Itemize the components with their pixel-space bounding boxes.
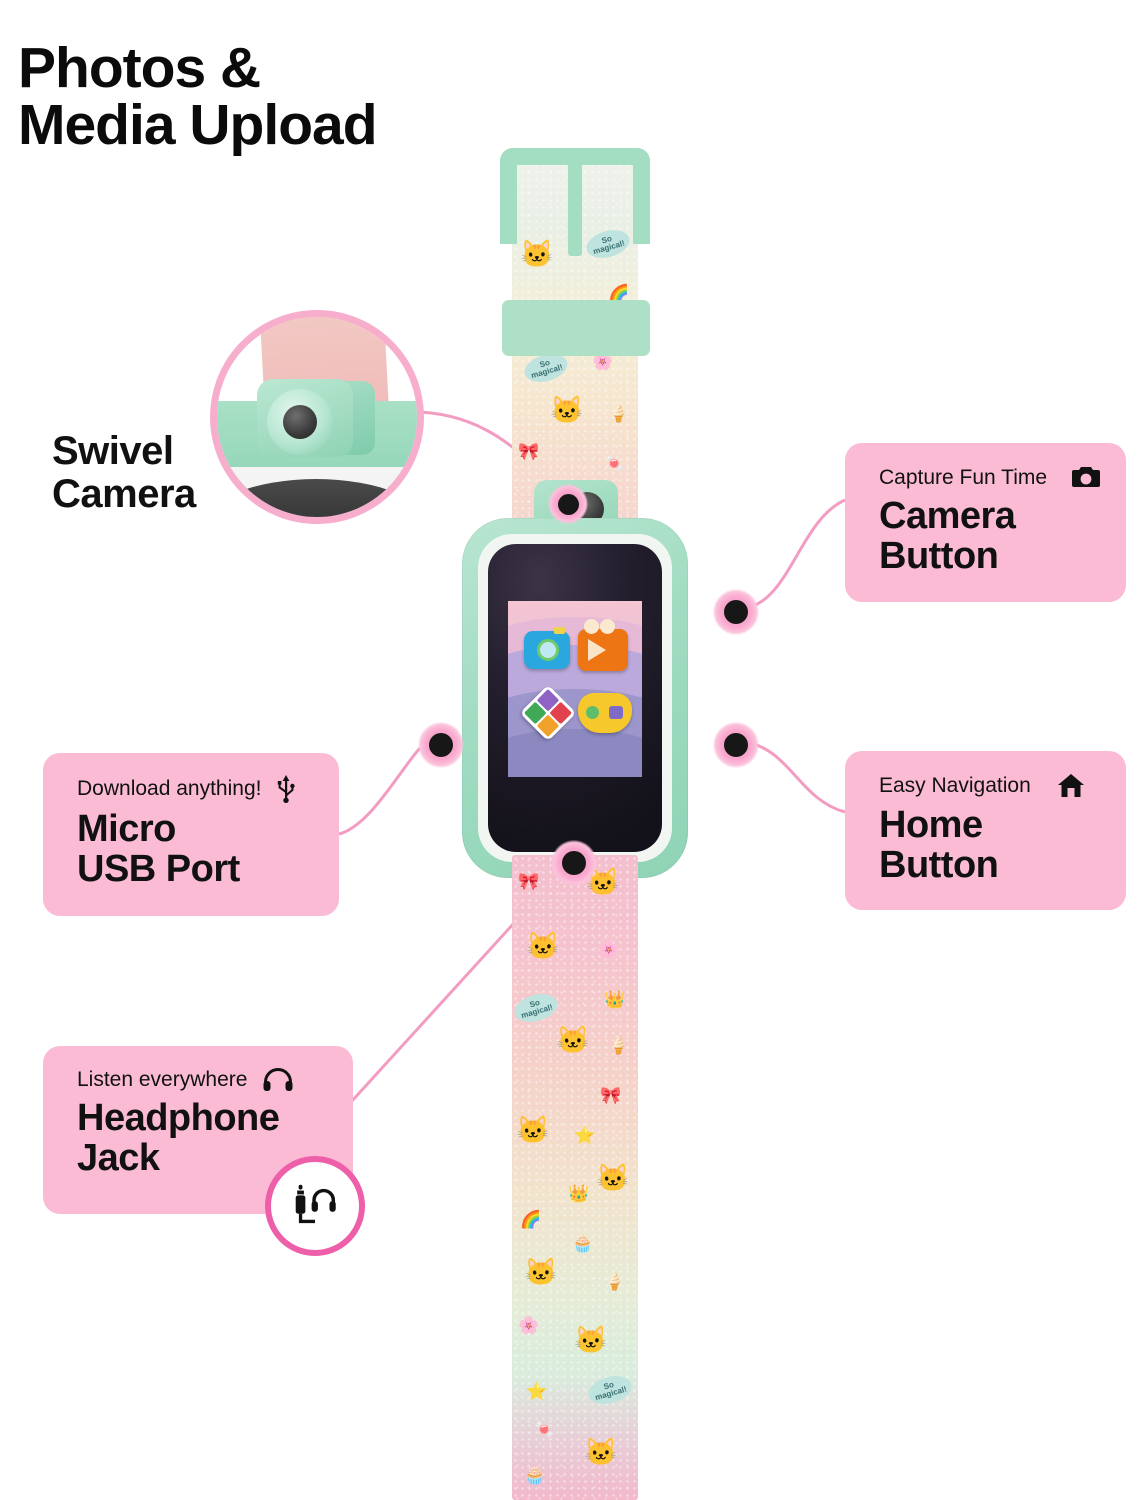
video-reel-right (600, 619, 615, 634)
camera-button-hotspot[interactable] (713, 589, 759, 635)
motif-crown-b1: 👑 (604, 990, 626, 1009)
swivel-camera-zoom-bubble (210, 310, 424, 524)
motif-bow-b2: 🎀 (600, 1086, 622, 1105)
hotspot-core (562, 851, 586, 875)
motif-unicorn-cat-2: 🐱 (550, 395, 584, 425)
motif-icecream-b1: 🍦 (608, 1036, 630, 1055)
callout-title-line-2: Button (879, 844, 999, 887)
home-icon (1057, 773, 1085, 799)
smartwatch-product-image: 🐱 So magical! 🌈 ⭐ So magical! 🌸 🐱 🍦 🎀 🍬 … (430, 60, 720, 1500)
callout-eyebrow-row: Capture Fun Time (879, 465, 1104, 490)
callout-eyebrow-row: Listen everywhere (77, 1068, 331, 1092)
callout-title: Micro USB Port (77, 809, 317, 890)
motif-bow-b1: 🎀 (518, 872, 540, 891)
callout-home-button: Easy Navigation Home Button (845, 751, 1126, 910)
swivel-camera-hotspot[interactable] (548, 484, 588, 524)
headphones-icon (263, 1068, 293, 1092)
watch-strap-keeper (502, 300, 650, 356)
motif-flower-b2: 🌸 (518, 1316, 540, 1335)
callout-title-line-2: Jack (77, 1137, 160, 1180)
connector-micro-usb (338, 746, 422, 836)
motif-flower: 🌸 (592, 352, 614, 371)
callout-title: Camera Button (879, 496, 1104, 577)
swivel-camera-label: Swivel Camera (52, 429, 282, 517)
micro-usb-hotspot[interactable] (418, 722, 464, 768)
headphone-jack-hotspot[interactable] (551, 840, 597, 886)
motif-crown-b2: 👑 (568, 1184, 590, 1203)
hotspot-core (557, 493, 579, 515)
hotspot-core (724, 600, 748, 624)
motif-cupcake-b2: 🧁 (524, 1466, 546, 1485)
callout-eyebrow: Easy Navigation (879, 774, 1031, 798)
motif-bow: 🎀 (518, 442, 540, 461)
page-title-line-1: Photos & (18, 36, 261, 101)
callout-eyebrow: Capture Fun Time (879, 465, 1048, 489)
home-button-hotspot[interactable] (713, 722, 759, 768)
callout-camera-button: Capture Fun Time Camera Button (845, 443, 1126, 602)
motif-unicorn-cat-b6: 🐱 (524, 1257, 558, 1287)
motif-unicorn-cat-b8: 🐱 (584, 1437, 618, 1467)
headphone-jack-badge (265, 1156, 365, 1256)
screen-wave-4 (508, 729, 642, 777)
camera-icon (1071, 465, 1101, 490)
motif-cupcake-b1: 🧁 (572, 1234, 594, 1253)
screen-video-app-icon[interactable] (578, 619, 628, 671)
motif-unicorn-cat-b4: 🐱 (516, 1115, 550, 1145)
callout-title: Headphone Jack (77, 1098, 331, 1179)
hotspot-core (724, 733, 748, 757)
zoom-camera-lens (283, 405, 317, 439)
callout-eyebrow-row: Easy Navigation (879, 773, 1104, 799)
motif-candy-b1: 🍬 (534, 1420, 556, 1439)
callout-eyebrow: Download anything! (77, 777, 262, 801)
swivel-camera-label-line-1: Swivel (52, 429, 174, 473)
motif-icecream-b2: 🍦 (604, 1272, 626, 1291)
motif-icecream: 🍦 (608, 404, 630, 423)
callout-title-line-1: Headphone (77, 1097, 280, 1139)
motif-unicorn-cat-b7: 🐱 (574, 1325, 608, 1355)
callout-eyebrow-row: Download anything! (77, 775, 317, 803)
motif-candy: 🍬 (604, 454, 626, 473)
screen-camera-app-icon[interactable] (524, 627, 570, 669)
motif-flower-b1: 🌸 (598, 940, 620, 959)
watch-screen (508, 601, 642, 777)
page-title: Photos & Media Upload (18, 40, 538, 154)
callout-title-line-1: Micro (77, 808, 176, 850)
callout-title-line-2: Button (879, 535, 999, 578)
callout-micro-usb-port: Download anything! Micro USB Port (43, 753, 339, 916)
callout-title-line-1: Home (879, 804, 983, 846)
motif-rainbow-b1: 🌈 (520, 1210, 542, 1229)
callout-title: Home Button (879, 805, 1104, 886)
motif-star-b2: ⭐ (526, 1382, 548, 1401)
watch-strap-bottom: 🎀 🐱 🐱 🌸 So magical! 👑 🐱 🍦 🎀 🐱 ⭐ 🐱 👑 🌈 🧁 … (511, 855, 638, 1500)
usb-icon (277, 775, 296, 803)
page-title-line-2: Media Upload (18, 93, 378, 158)
motif-unicorn-cat-b2: 🐱 (526, 931, 560, 961)
motif-star-b1: ⭐ (574, 1126, 596, 1145)
watch-buckle-pin (568, 148, 582, 256)
motif-rainbow: 🌈 (608, 284, 630, 303)
motif-unicorn-cat: 🐱 (520, 239, 554, 269)
connector-home-button (745, 740, 846, 814)
motif-unicorn-cat-b3: 🐱 (556, 1025, 590, 1055)
watch-buckle (500, 148, 650, 244)
connector-camera-button (745, 498, 846, 610)
callout-eyebrow: Listen everywhere (77, 1068, 248, 1092)
screen-games-app-icon[interactable] (578, 693, 632, 733)
motif-unicorn-cat-b5: 🐱 (596, 1163, 630, 1193)
hotspot-core (429, 733, 453, 757)
callout-title-line-1: Camera (879, 495, 1016, 537)
video-reel-left (584, 619, 599, 634)
swivel-camera-label-line-2: Camera (52, 472, 196, 517)
callout-title-line-2: USB Port (77, 848, 240, 891)
headphone-plug-icon (295, 1184, 336, 1224)
